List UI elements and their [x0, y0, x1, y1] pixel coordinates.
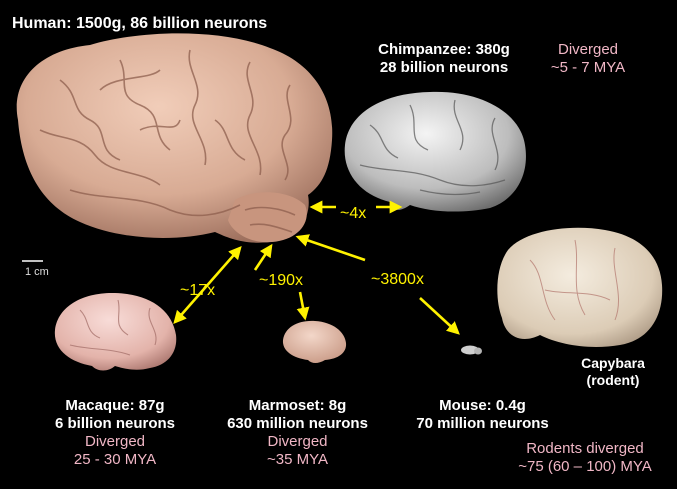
rodents-divergence: Rodents diverged ~75 (60 – 100) MYA	[500, 440, 670, 476]
rodents-mya: ~75 (60 – 100) MYA	[518, 458, 652, 475]
arrow-human-mouse-upper	[295, 234, 366, 262]
macaque-mya: 25 - 30 MYA	[73, 451, 157, 468]
capybara-brain-image	[497, 227, 663, 347]
scale-bar-label: 1 cm	[25, 266, 49, 278]
macaque-neurons: 6 billion neurons	[54, 415, 175, 432]
macaque-label: Macaque: 87g 6 billion neurons Diverged …	[40, 397, 190, 469]
marmoset-weight: Marmoset: 8g	[248, 397, 347, 414]
arrow-to-marmoset	[296, 291, 310, 321]
ratio-mouse: ~3800x	[371, 271, 424, 288]
chimpanzee-mya: ~5 - 7 MYA	[550, 59, 626, 76]
chimpanzee-brain-image	[344, 91, 526, 212]
chimpanzee-weight: Chimpanzee: 380g	[378, 41, 510, 58]
macaque-brain-image	[54, 292, 177, 371]
arrow-to-macaque	[173, 246, 242, 324]
ratio-chimpanzee: ~4x	[340, 205, 367, 222]
capybara-name: Capybara	[581, 355, 645, 371]
human-brain-image	[16, 33, 333, 243]
human-label: Human: 1500g, 86 billion neurons	[12, 15, 268, 32]
marmoset-diverged-text: Diverged	[267, 433, 328, 450]
comparison-arrows	[173, 200, 460, 335]
marmoset-neurons: 630 million neurons	[227, 415, 368, 432]
marmoset-mya: ~35 MYA	[266, 451, 328, 468]
mouse-label: Mouse: 0.4g 70 million neurons	[400, 397, 565, 433]
arrow-human-marmoset-upper	[253, 243, 273, 271]
arrow-to-mouse	[419, 297, 460, 335]
chimpanzee-neurons: 28 billion neurons	[379, 59, 509, 76]
macaque-diverged-text: Diverged	[84, 433, 146, 450]
marmoset-brain-image	[282, 320, 347, 363]
rodents-diverged-text: Rodents diverged	[526, 440, 644, 457]
chimpanzee-divergence: Diverged ~5 - 7 MYA	[538, 41, 638, 77]
mouse-brain-image	[461, 345, 482, 355]
ratio-macaque: ~17x	[180, 282, 216, 299]
macaque-weight: Macaque: 87g	[65, 397, 165, 414]
ratio-marmoset: ~190x	[259, 272, 304, 289]
mouse-weight: Mouse: 0.4g	[439, 397, 526, 414]
chimpanzee-label: Chimpanzee: 380g 28 billion neurons	[355, 41, 533, 77]
chimpanzee-diverged-text: Diverged	[557, 41, 619, 58]
capybara-group: (rodent)	[586, 371, 640, 388]
mouse-neurons: 70 million neurons	[416, 415, 549, 432]
capybara-label: Capybara (rodent)	[563, 355, 663, 389]
marmoset-label: Marmoset: 8g 630 million neurons Diverge…	[200, 397, 395, 469]
